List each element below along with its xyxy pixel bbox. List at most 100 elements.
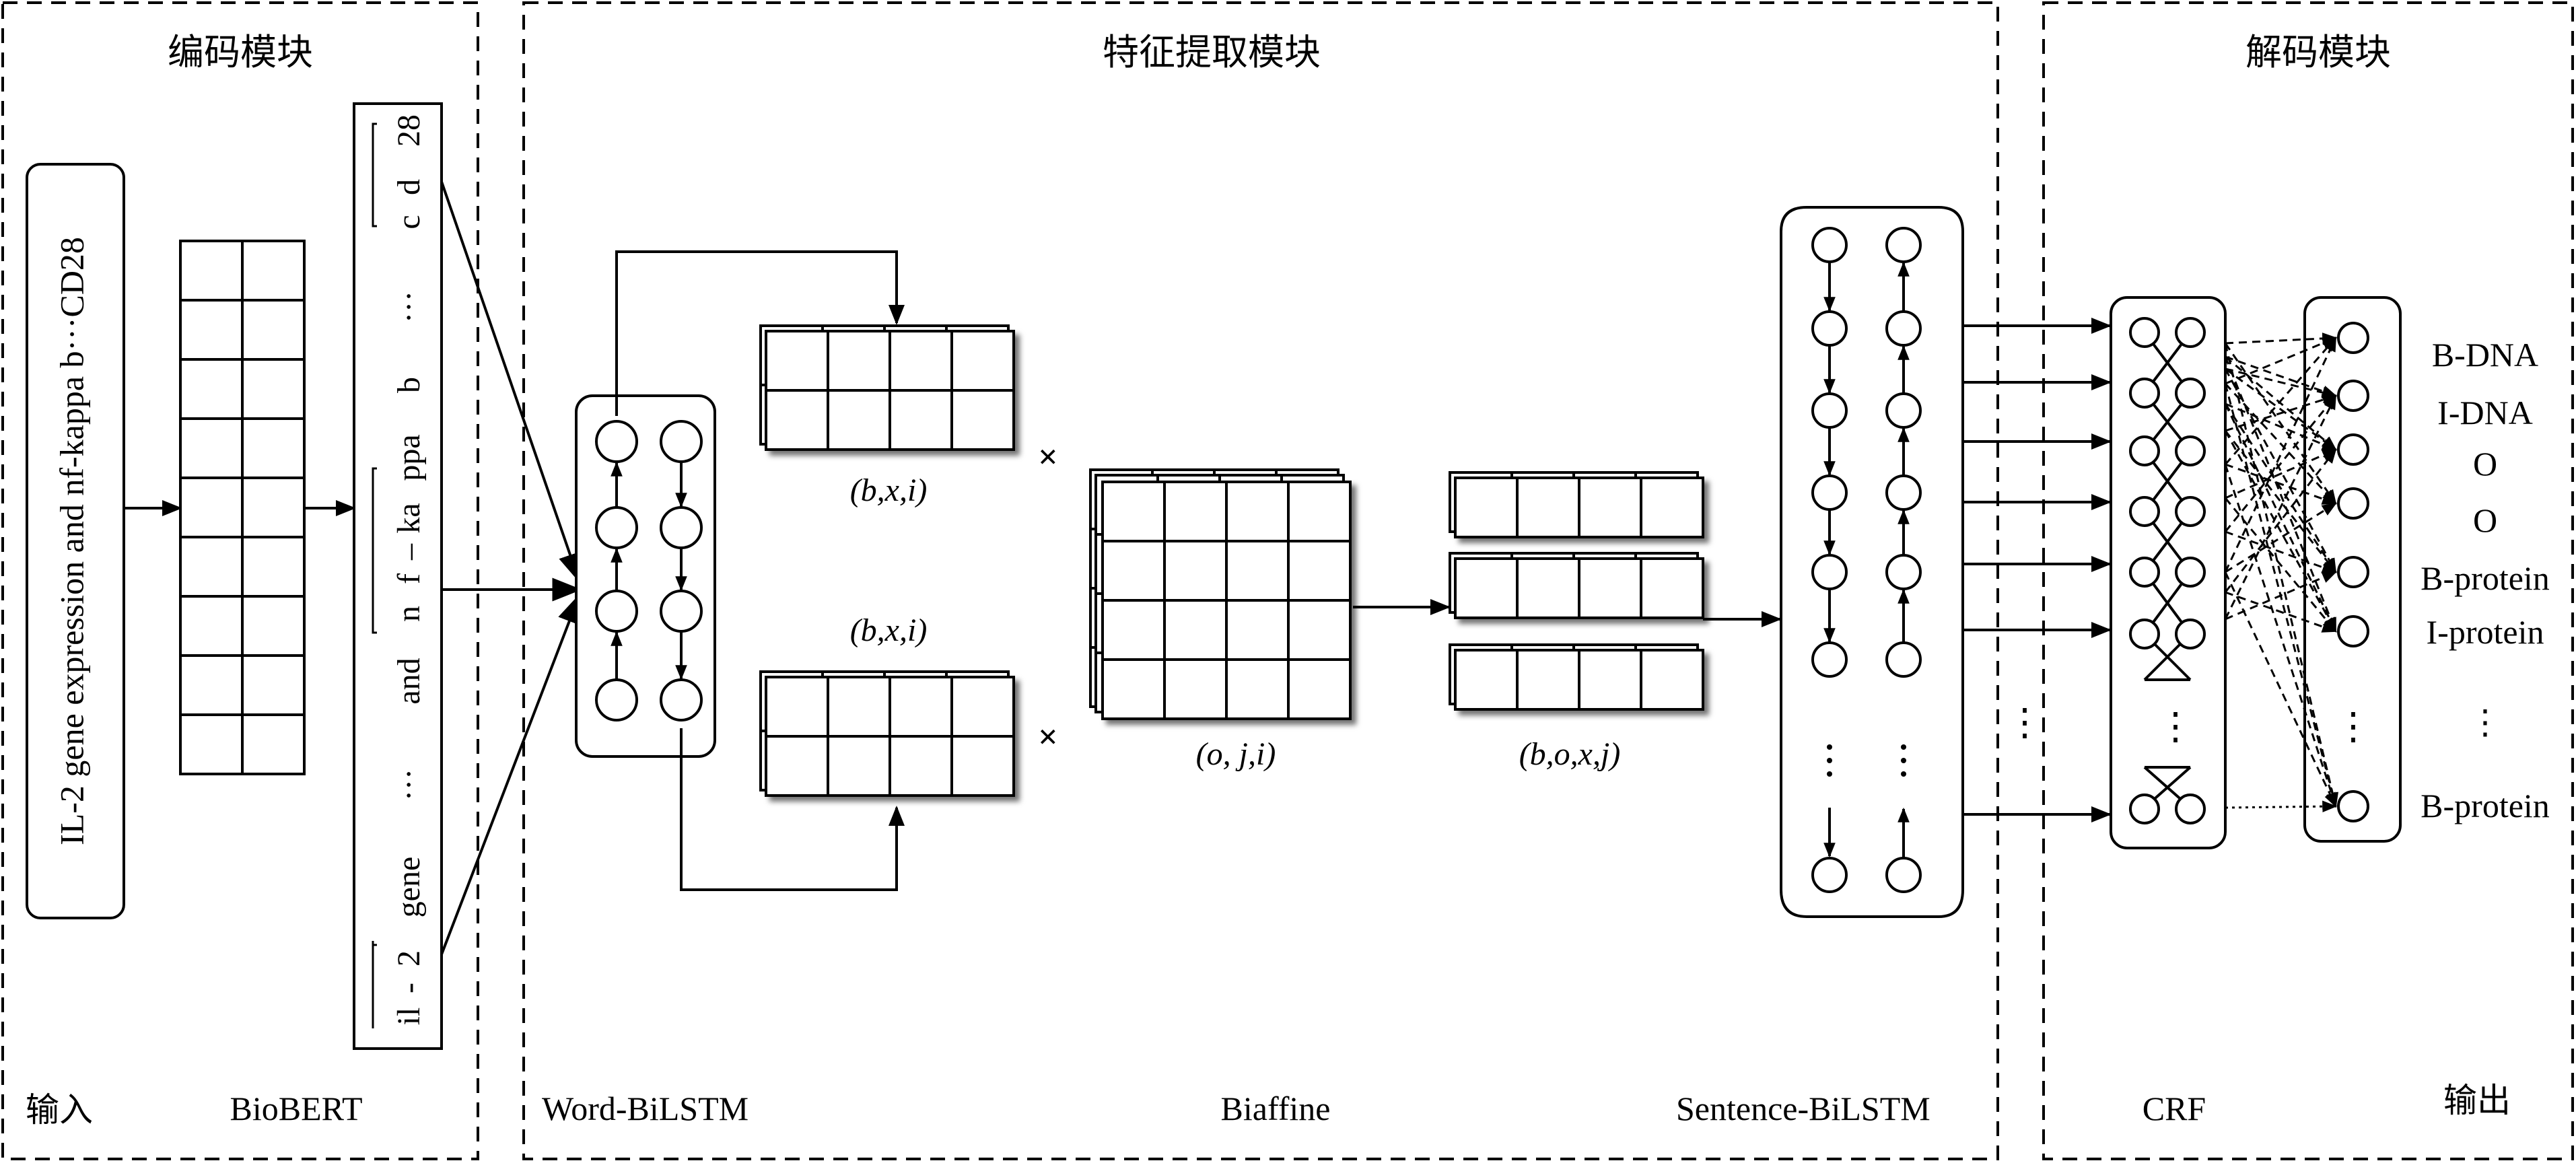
crf-box: [2110, 296, 2227, 849]
token-ka: ka: [391, 503, 427, 533]
crf-output-edge: [2225, 355, 2338, 397]
vdots-crf: ⋮: [2157, 706, 2194, 748]
crf-output-edge: [2224, 403, 2337, 633]
token-il: il: [391, 1008, 427, 1026]
vdots-output: ⋮: [2334, 706, 2372, 748]
sentence-lstm-forward-cell: [1811, 227, 1848, 263]
route-to-top-matrix: [615, 250, 905, 416]
biobert-grid: [179, 240, 306, 775]
output-tag: B-DNA: [2432, 336, 2538, 374]
crf-node: [2129, 557, 2160, 588]
crf-output-edge: [2225, 591, 2338, 633]
token-28: 28: [391, 114, 427, 147]
crf-to-output-connections: [2224, 332, 2338, 813]
crf-output-edge: [2225, 530, 2338, 573]
sentence-lstm-backward-cell: [1885, 857, 1922, 893]
word-lstm-forward-cell: [595, 506, 638, 549]
bracket-nfkappa: [372, 467, 377, 634]
token-ppa: ppa: [391, 434, 427, 481]
sentence-bilstm-box: [1780, 206, 1964, 918]
crf-output-edge: [2224, 356, 2337, 633]
strip-matrix-1-front: [1454, 477, 1704, 538]
output-nodes: [2337, 322, 2369, 822]
matrix-bxi-bottom-cells-front: [765, 676, 1015, 797]
crf-node: [2129, 794, 2160, 824]
matrix-oji-label: (o, j,i): [1196, 736, 1276, 772]
sentence-lstm-backward-cell: [1885, 227, 1922, 263]
encoding-module-box: [1, 1, 479, 1160]
token-c: c: [391, 215, 427, 229]
crf-output-edge: [2225, 402, 2338, 451]
sentence-lstm-forward-cell: [1811, 641, 1848, 678]
feature-module-box: [522, 1, 1999, 1160]
sentence-lstm-dot: [1827, 771, 1832, 777]
crf-output-edge: [2224, 403, 2337, 573]
output-node: [2337, 615, 2369, 647]
biaffine-label: Biaffine: [1221, 1090, 1331, 1127]
crf-output-edge: [2225, 337, 2338, 385]
output-tag: O: [2473, 445, 2497, 483]
crf-output-edge: [2224, 430, 2337, 633]
crf-node: [2129, 435, 2160, 466]
input-label: 输入: [26, 1090, 93, 1129]
biobert-label: BioBERT: [230, 1090, 362, 1127]
output-tag: O: [2473, 501, 2497, 539]
biaffine-layer-front: [1101, 481, 1352, 720]
word-lstm-backward-cell: [660, 506, 703, 549]
sentence-lstm-backward-cell: [1885, 392, 1922, 429]
matrix-bxi-bottom: [759, 670, 1015, 797]
word-lstm-forward-cell: [595, 678, 638, 721]
sentence-bilstm-cells: [1811, 227, 1922, 893]
crf-output-edge: [2225, 367, 2337, 451]
word-lstm-backward-cell: [660, 590, 703, 633]
crf-cells: [2129, 317, 2206, 824]
encoding-module-title: 编码模块: [168, 31, 313, 73]
token-f: f: [391, 573, 427, 584]
crf-output-edge: [2224, 497, 2337, 633]
output-tag: ⋮: [2468, 703, 2502, 741]
word-lstm-forward-cell: [595, 590, 638, 633]
word-lstm-backward-cell: [660, 678, 703, 721]
output-tag: B-protein: [2421, 787, 2550, 824]
crf-output-edge: [2224, 382, 2337, 505]
decoding-module-title: 解码模块: [2246, 31, 2391, 73]
sentence-lstm-dot: [1827, 744, 1832, 750]
crf-output-edge: [2224, 343, 2337, 505]
output-node: [2337, 380, 2369, 412]
sentence-lstm-dot: [1827, 758, 1832, 763]
crf-output-edge: [2225, 367, 2338, 398]
token-dash2: –: [391, 543, 427, 561]
bracket-il2: [372, 941, 377, 1028]
crf-output-edge: [2225, 394, 2338, 432]
crf-node: [2175, 378, 2206, 409]
token-column: il - 2 gene ··· and n f – ka ppa b ··· c…: [372, 114, 427, 1028]
bracket-cd28: [372, 122, 377, 227]
crf-output-edge: [2224, 430, 2337, 573]
arrow-tokens-top: [440, 181, 582, 584]
token-ellipsis-upper: ···: [391, 291, 427, 323]
output-node: [2337, 790, 2369, 822]
sentence-lstm-dot: [1901, 744, 1906, 750]
crf-output-edge: [2225, 571, 2338, 621]
crf-node: [2129, 378, 2160, 409]
matrix-bxi-top-cells-front: [765, 330, 1015, 451]
word-bilstm-label: Word-BiLSTM: [542, 1090, 749, 1127]
sentence-lstm-dot: [1901, 758, 1906, 763]
sentence-lstm-forward-cell: [1811, 857, 1848, 893]
sentence-lstm-forward-cell: [1811, 392, 1848, 429]
arrow-tokens-bottom: [440, 593, 581, 955]
crf-output-edge: [2224, 337, 2337, 465]
vdots-sentence-crf: ⋮: [2006, 702, 2044, 744]
times-icon-bottom: ×: [1038, 718, 1058, 756]
token-dash: -: [391, 983, 427, 993]
output-node: [2337, 322, 2369, 354]
times-icon-top: ×: [1038, 438, 1058, 477]
output-node: [2337, 487, 2369, 520]
crf-output-edge: [2224, 337, 2337, 573]
crf-output-edge: [2225, 355, 2337, 451]
token-n: n: [391, 606, 427, 622]
crf-node: [2175, 317, 2206, 348]
output-tag: B-protein: [2421, 559, 2550, 597]
